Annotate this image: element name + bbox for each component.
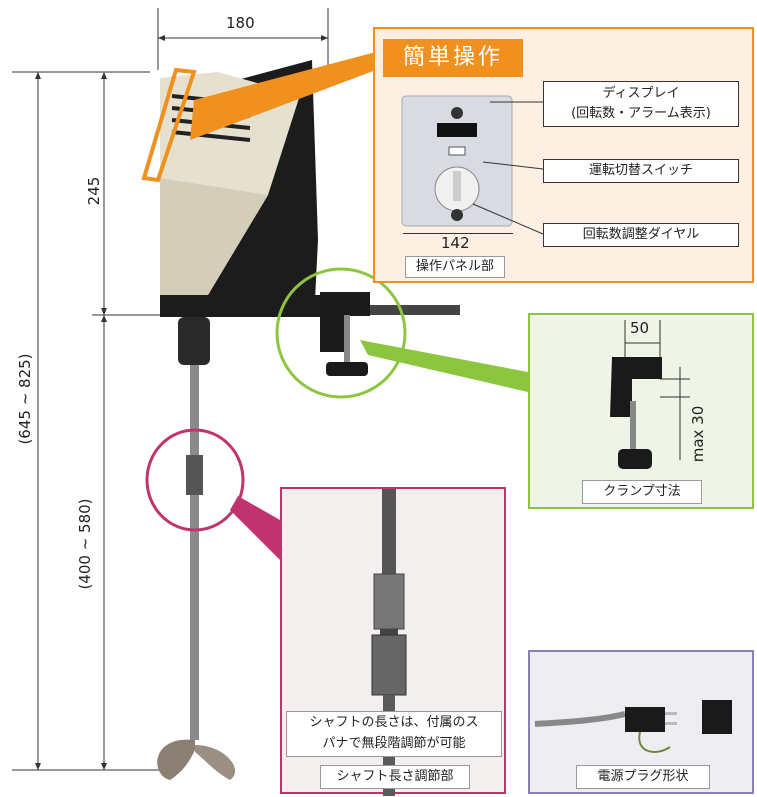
panel-width-line — [403, 233, 513, 234]
plug-panel: 電源プラグ形状 — [528, 650, 754, 794]
orange-highlight — [141, 67, 197, 183]
operation-panel: 簡単操作 142 操作パネル部 ディスプレイ (回転数・アラーム表示) 運転切替… — [373, 27, 754, 283]
plug-caption: 電源プラグ形状 — [576, 765, 710, 789]
mixer-base — [160, 295, 320, 317]
control-panel-image — [401, 95, 513, 227]
magenta-circle — [145, 428, 245, 532]
panel-width: 142 — [441, 234, 470, 252]
shaft-caption: シャフト長さ調節部 — [320, 765, 470, 789]
clamp-bar — [330, 305, 460, 315]
clamp-image — [610, 320, 690, 469]
operation-panel-caption: 操作パネル部 — [405, 256, 505, 278]
dim-upper-height: 245 — [85, 176, 103, 206]
shaft-note-line1: シャフトの長さは、付属のス — [309, 715, 479, 730]
display-callout-line1: ディスプレイ — [602, 86, 680, 101]
magenta-pointer — [230, 496, 280, 560]
display-callout: ディスプレイ (回転数・アラーム表示) — [543, 81, 739, 127]
clamp-panel: 50 max 30 クランプ寸法 — [528, 313, 754, 509]
switch-callout: 運転切替スイッチ — [543, 159, 739, 183]
power-plug-image — [534, 700, 732, 753]
dial-callout: 回転数調整ダイヤル — [543, 223, 739, 247]
display-callout-line2: (回転数・アラーム表示) — [571, 106, 711, 121]
shaft-note: シャフトの長さは、付属のス パナで無段階調節が可能 — [286, 711, 502, 757]
dim-total-height: (645 ~ 825) — [16, 353, 34, 445]
clamp-knob — [326, 362, 368, 376]
clamp-caption: クランプ寸法 — [582, 480, 702, 504]
propeller — [157, 739, 195, 780]
mixer-chuck — [178, 317, 210, 365]
shaft — [190, 365, 199, 740]
shaft-note-line2: パナで無段階調節が可能 — [322, 736, 466, 751]
green-pointer — [360, 340, 528, 392]
shaft-panel: シャフトの長さは、付属のス パナで無段階調節が可能 シャフト長さ調節部 — [280, 487, 506, 796]
dim-top-width: 180 — [226, 14, 255, 32]
green-circle — [275, 267, 407, 399]
easy-operation-badge: 簡単操作 — [383, 39, 523, 77]
clamp-width: 50 — [630, 319, 650, 337]
clamp-height: max 30 — [689, 405, 707, 463]
orange-pointer — [190, 52, 376, 140]
dim-lower-height: (400 ~ 580) — [76, 498, 94, 590]
